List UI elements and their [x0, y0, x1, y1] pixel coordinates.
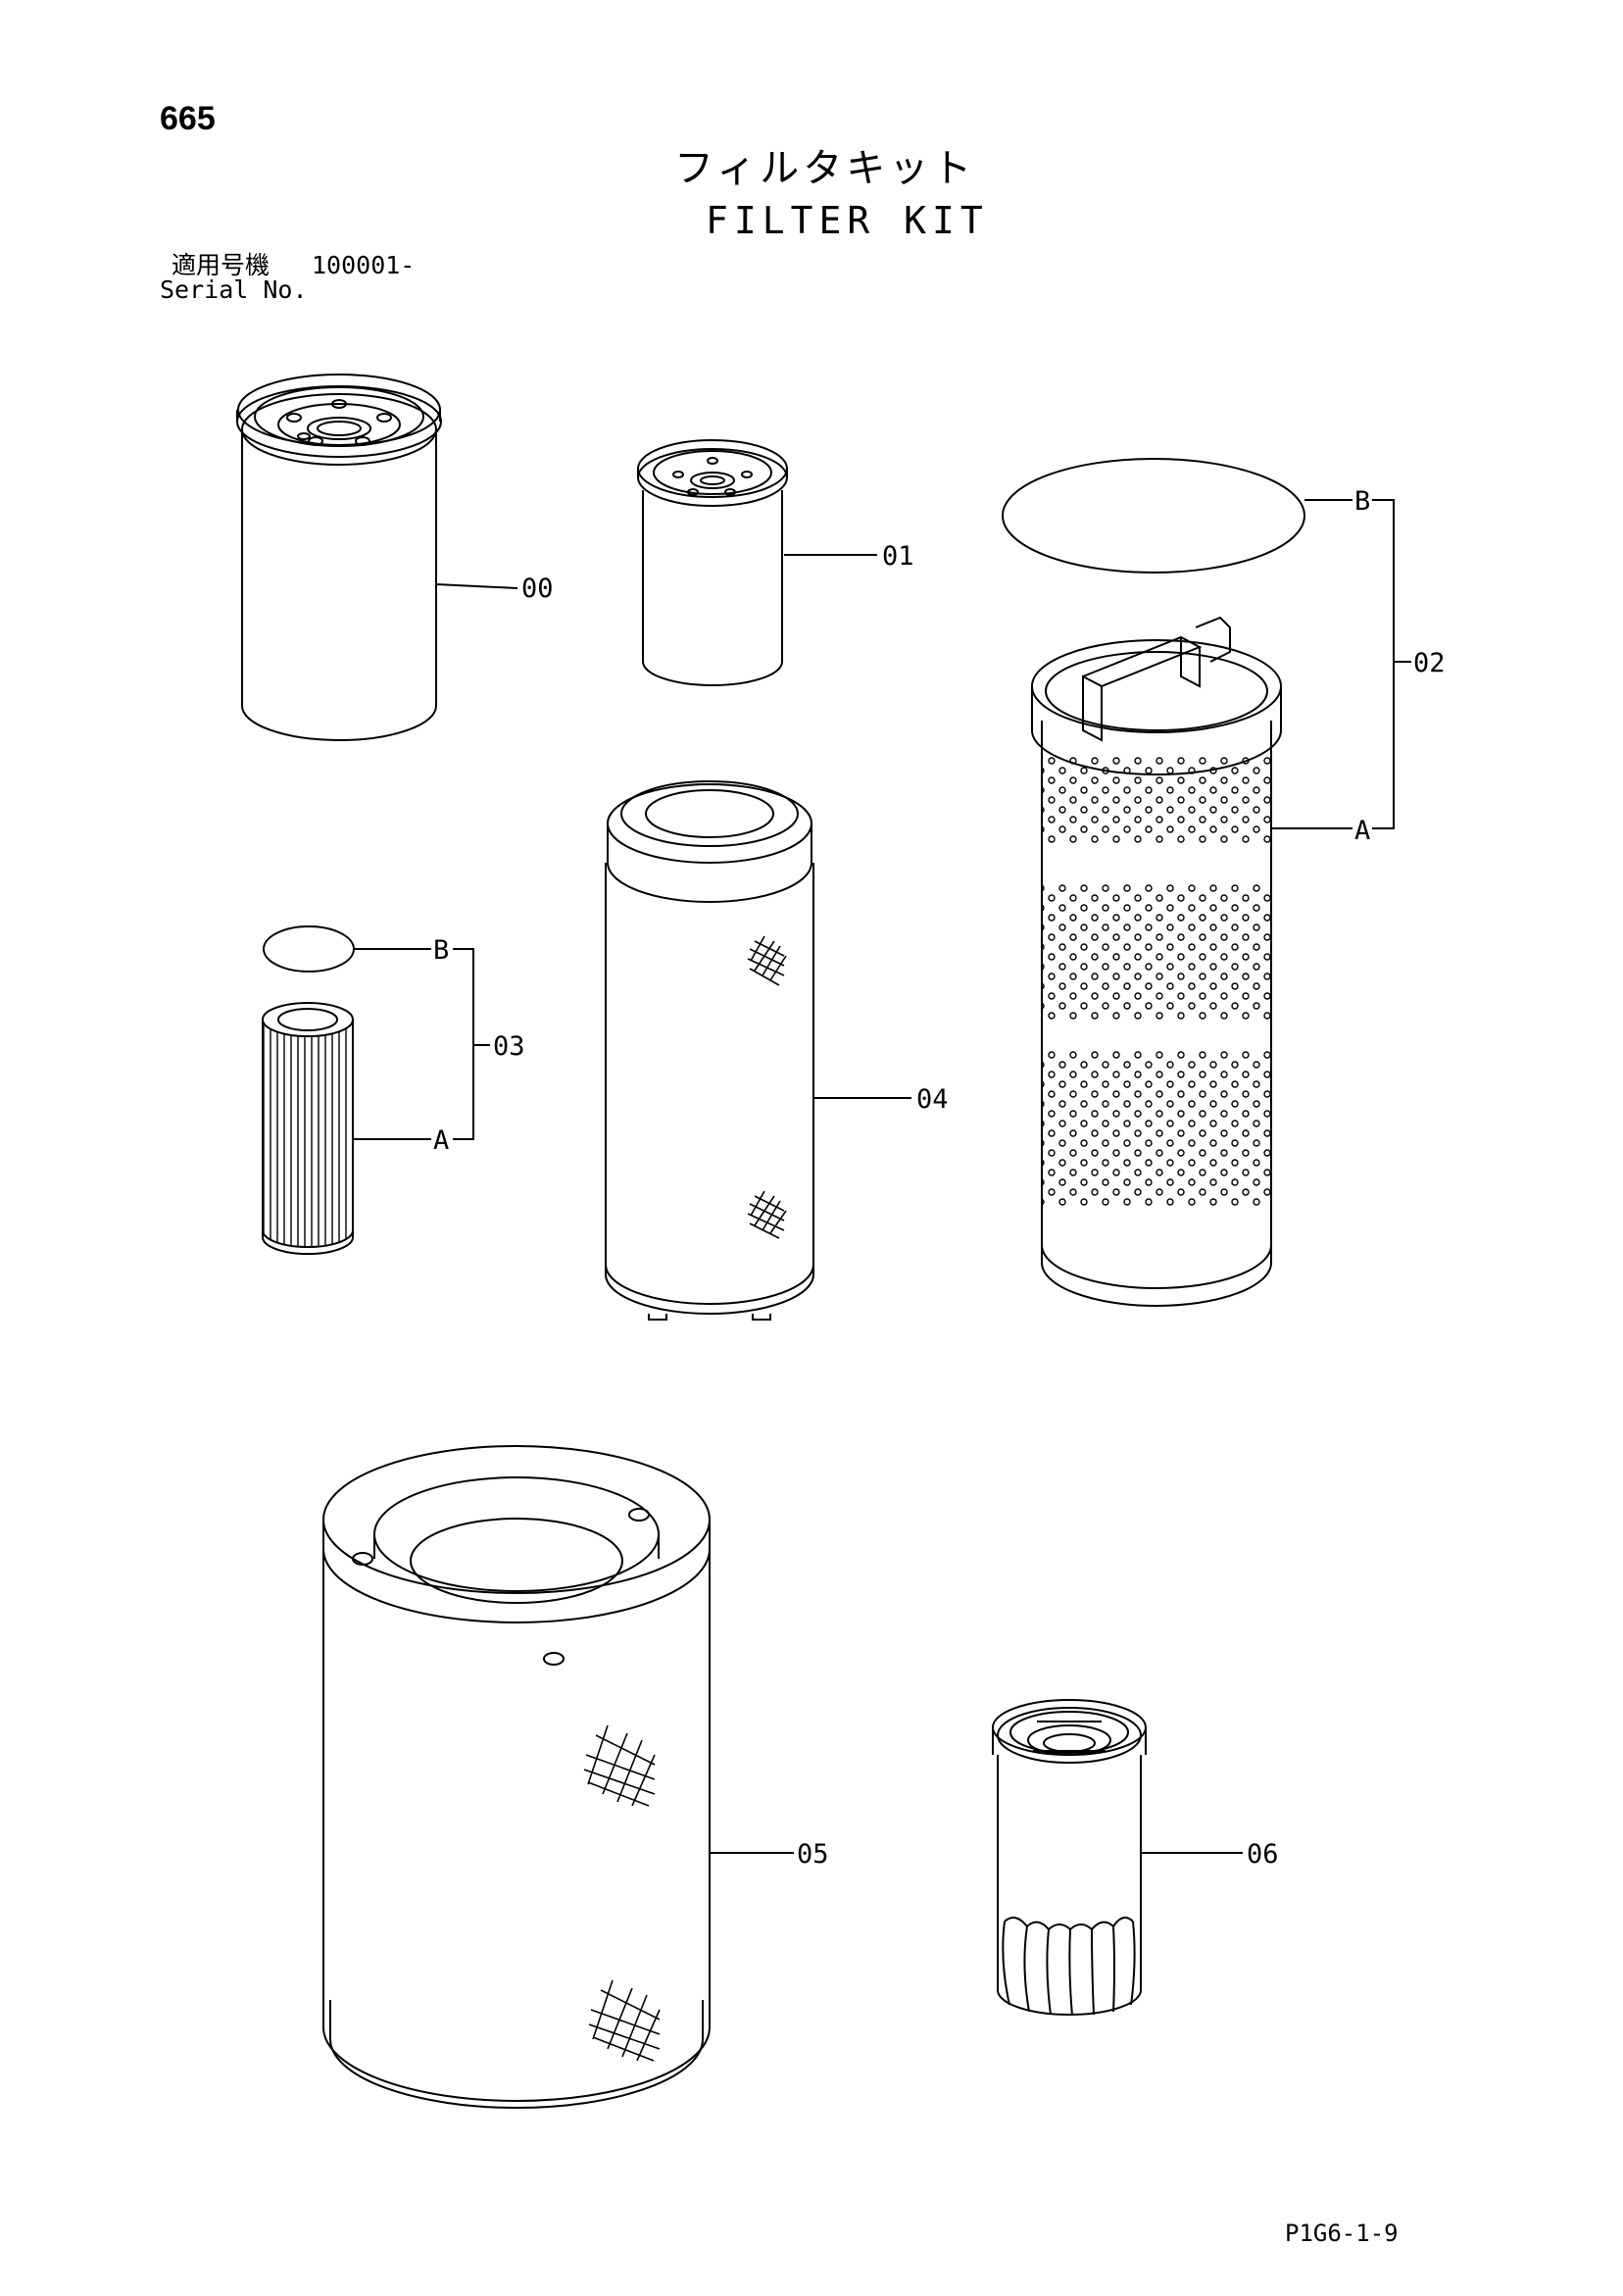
callout-00: 00 [521, 574, 554, 604]
bracket-02 [1372, 499, 1411, 829]
callout-02a: A [1354, 816, 1370, 846]
page-title-english: FILTER KIT [706, 199, 989, 242]
filter-06 [992, 1699, 1147, 2017]
callout-02b: B [1354, 486, 1370, 517]
callout-04: 04 [916, 1084, 949, 1115]
filter-02 [1002, 458, 1305, 1307]
callout-02: 02 [1413, 648, 1446, 678]
seal-02b [1002, 458, 1305, 574]
filter-01 [637, 439, 788, 686]
callout-05: 05 [797, 1839, 829, 1870]
leader-line-00 [435, 583, 518, 589]
filter-04 [605, 780, 814, 1321]
filter-00 [236, 374, 442, 741]
page-number: 665 [160, 100, 216, 137]
callout-03b: B [433, 935, 449, 966]
callout-01: 01 [882, 541, 914, 572]
seal-03b [263, 925, 355, 973]
callout-03: 03 [493, 1031, 525, 1062]
serial-number-value: 100001- [312, 251, 416, 279]
callout-06: 06 [1247, 1839, 1279, 1870]
drawing-code: P1G6-1-9 [1285, 2220, 1399, 2247]
bracket-03 [453, 948, 490, 1140]
serial-label-english: Serial No. [160, 275, 308, 304]
filter-05 [322, 1445, 711, 2109]
serial-label-japanese: 適用号機 [172, 251, 270, 279]
page-title-japanese: フィルタキット [674, 146, 976, 191]
callout-03a: A [433, 1125, 449, 1156]
filter-03 [262, 925, 355, 1255]
